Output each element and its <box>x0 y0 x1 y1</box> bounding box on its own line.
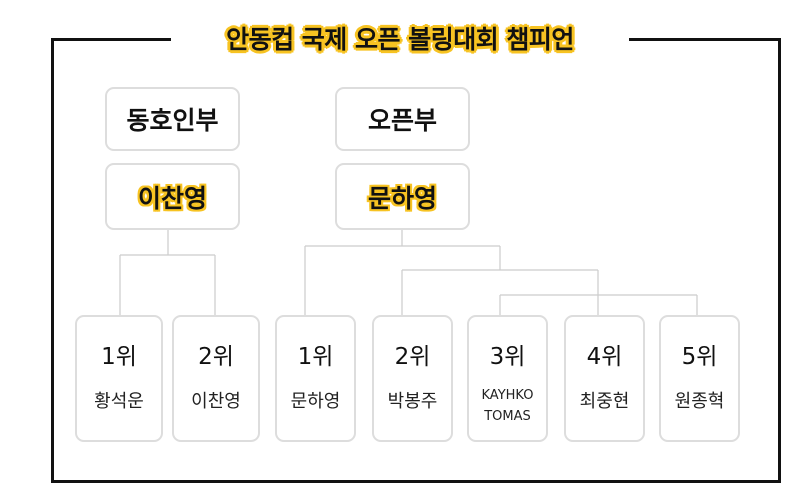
division-label: 오픈부 <box>367 106 437 135</box>
rank-card-open-4: 4위 최중현 <box>564 315 645 442</box>
rank-label: 2위 <box>198 344 234 370</box>
rank-label: 3위 <box>489 344 526 370</box>
connector-open-level2 <box>401 269 599 318</box>
champion-name: 이찬영 <box>137 183 207 213</box>
rank-card-open-5: 5위 원종혁 <box>659 315 740 442</box>
player-name: 이찬영 <box>191 391 241 412</box>
connector-open-level1 <box>304 230 501 318</box>
division-amateur: 동호인부 <box>105 87 240 151</box>
division-open: 오픈부 <box>335 87 470 151</box>
player-name: 원종혁 <box>674 391 725 412</box>
rank-label: 5위 <box>681 344 718 370</box>
rank-card-open-1: 1위 문하영 <box>275 315 356 442</box>
player-name: 황석운 <box>94 391 144 412</box>
player-name: 최중현 <box>579 391 630 412</box>
rank-card-open-2: 2위 박봉주 <box>372 315 453 442</box>
division-label: 동호인부 <box>126 106 219 135</box>
player-name: 박봉주 <box>387 391 438 412</box>
rank-label: 4위 <box>586 344 623 370</box>
rank-card-amateur-2: 2위 이찬영 <box>172 315 260 442</box>
rank-label: 1위 <box>297 344 334 370</box>
champion-name: 문하영 <box>367 183 437 213</box>
rank-card-open-3: 3위 KAYHKO TOMAS <box>467 315 548 442</box>
rank-label: 2위 <box>394 344 431 370</box>
player-name: 문하영 <box>290 391 341 412</box>
diagram-title: 안동컵 국제 오픈 볼링대회 챔피언 <box>171 18 629 58</box>
connector-amateur <box>119 230 216 318</box>
player-name: KAYHKO TOMAS <box>481 388 534 424</box>
champion-open: 문하영 <box>335 163 470 230</box>
rank-label: 1위 <box>101 344 137 370</box>
rank-card-amateur-1: 1위 황석운 <box>75 315 163 442</box>
champion-amateur: 이찬영 <box>105 163 240 230</box>
